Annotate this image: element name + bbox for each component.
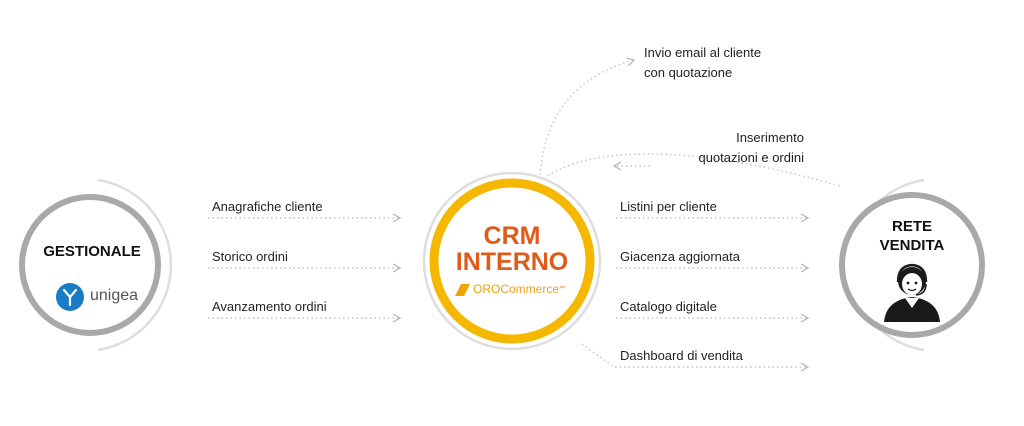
flow-label-email-line1: Invio email al cliente	[644, 45, 762, 60]
rete-title-line1: RETE	[891, 218, 932, 235]
flow-label-inserimento-line1: Inserimento	[736, 130, 804, 145]
flow-label-listini: Listini per cliente	[620, 199, 717, 214]
crm-title-line2: INTERNO	[455, 248, 569, 276]
flow-label-inserimento-line2: quotazioni e ordini	[698, 150, 804, 165]
crm-node	[422, 171, 602, 351]
flow-label-storico: Storico ordini	[212, 249, 288, 264]
flow-label-email-line2: con quotazione	[644, 65, 733, 80]
gestionale-title: GESTIONALE	[43, 243, 141, 260]
arrow-inserimento	[547, 153, 841, 187]
orocommerce-logo-oro: ORO	[473, 282, 501, 296]
flow-label-catalogo: Catalogo digitale	[620, 299, 717, 314]
flow-label-anagrafiche: Anagrafiche cliente	[212, 199, 323, 214]
unigea-logo-icon	[56, 283, 84, 311]
flow-label-dashboard: Dashboard di vendita	[620, 348, 743, 363]
rete-title-line2: VENDITA	[879, 237, 945, 254]
unigea-logo-text: unigea	[90, 287, 139, 304]
arrow-invio-email	[539, 57, 636, 176]
salesperson-avatar-icon	[884, 263, 940, 322]
flow-label-giacenza: Giacenza aggiornata	[620, 249, 740, 264]
crm-title-line1: CRM	[483, 222, 541, 250]
gestionale-node	[19, 178, 173, 352]
flow-label-avanzamento: Avanzamento ordini	[212, 299, 327, 314]
orocommerce-logo-tm: ™	[559, 286, 566, 292]
orocommerce-logo-mark	[455, 284, 470, 296]
orocommerce-logo: OROCommerce™	[473, 282, 565, 296]
orocommerce-logo-commerce: Commerce	[500, 282, 560, 296]
